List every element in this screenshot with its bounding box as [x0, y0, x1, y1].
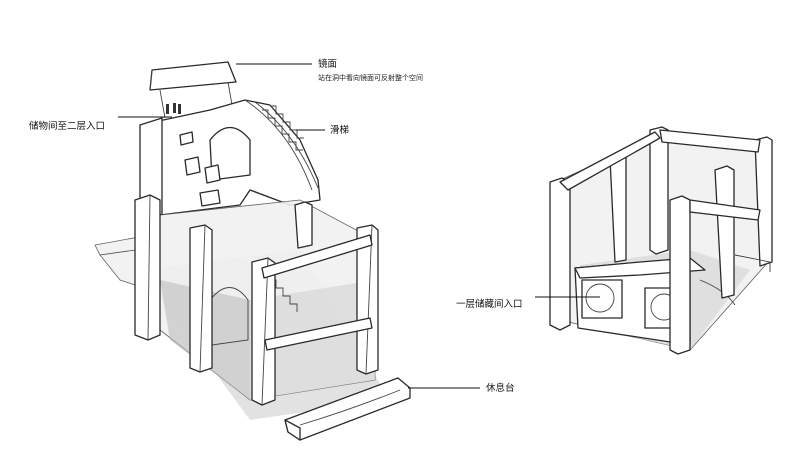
right-column-1 — [549, 177, 571, 331]
right-column-3 — [649, 126, 669, 255]
right-column-4 — [669, 195, 691, 355]
rest-platform-label: 休息台 — [486, 383, 515, 394]
left-structure — [94, 61, 411, 441]
window-3 — [199, 189, 221, 207]
window-1 — [184, 156, 201, 176]
figures — [166, 103, 181, 114]
mirror-panel — [149, 61, 237, 91]
beam-mid — [264, 317, 373, 351]
inner-arch — [209, 287, 249, 346]
leader-lines — [118, 63, 600, 389]
first-floor-storage-entrance-label: 一层储藏间入口 — [456, 299, 523, 310]
columns — [134, 194, 379, 406]
slide-label: 滑梯 — [330, 125, 350, 136]
right-beam-top — [659, 129, 761, 153]
slide-steps — [262, 105, 304, 151]
right-column-6 — [754, 136, 773, 267]
right-column-5 — [714, 165, 735, 299]
right-structure — [549, 126, 773, 355]
storage-to-second-floor-label: 储物间至二层入口 — [29, 121, 106, 132]
arch-opening — [209, 126, 251, 181]
window-2 — [204, 164, 221, 184]
window-4 — [179, 131, 194, 146]
beam-top — [261, 234, 373, 279]
slide-curve — [244, 99, 313, 191]
mirror-label: 镜面 — [318, 59, 338, 70]
mirror-note: 站在洞中看向镜面可反射整个空间 — [318, 74, 423, 82]
